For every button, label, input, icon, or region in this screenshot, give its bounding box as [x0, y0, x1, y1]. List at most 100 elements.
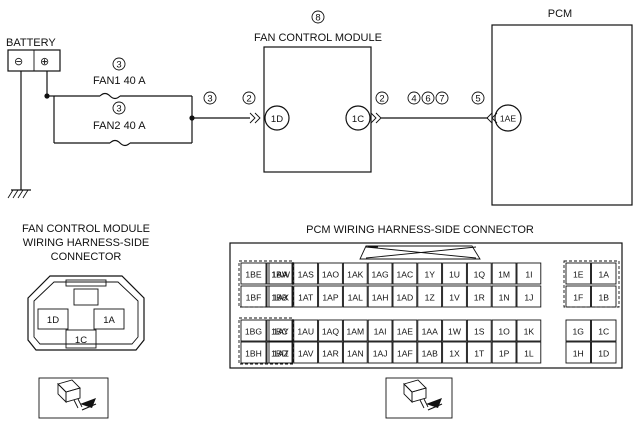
pcm-connector-pin-cell	[591, 285, 617, 308]
pcm-connector-pin-label: 1AI	[374, 327, 387, 337]
pcm-connector-title: PCM WIRING HARNESS-SIDE CONNECTOR	[306, 224, 534, 236]
pcm-connector-pin-label: 1BA	[271, 270, 288, 280]
pcm-connector-pin-label: 1BH	[245, 349, 262, 359]
pcm-connector-pin-cell	[491, 319, 517, 342]
pcm-connector-pin-cell	[268, 262, 294, 285]
pcm-connector-pin-label: 1BC	[271, 327, 288, 337]
pcm-connector-pin-label: 1BG	[245, 327, 263, 337]
fcm-connector-pin-1d-frame	[37, 308, 69, 330]
pcm-connector-pin-cell	[466, 341, 492, 364]
fcm-connector-title-line3: CONNECTOR	[51, 251, 122, 263]
pcm-connector-pin-label: 1AC	[397, 270, 414, 280]
pcm-connector-pin-label: 1AH	[372, 293, 389, 303]
pcm-connector-pin-cell	[466, 319, 492, 342]
pcm-connector-pin-cell	[293, 262, 319, 285]
fcm-pin-1c-circle	[345, 105, 371, 131]
callout-junction	[203, 91, 217, 105]
pcm-connector-pin-cell	[491, 341, 517, 364]
pcm-connector-pin-label: 1AE	[397, 327, 414, 337]
pcm-connector-pin-cell	[367, 341, 393, 364]
pcm-connector-pin-cell	[293, 285, 319, 308]
pcm-connector-pin-label: 1AO	[322, 270, 340, 280]
pcm-connector-pin-cell	[367, 319, 393, 342]
pcm-connector-pin-label: 1AD	[397, 293, 414, 303]
pcm-connector-pin-cell	[591, 262, 617, 285]
fcm-connector-title-line1: FAN CONTROL MODULE	[22, 223, 150, 235]
pcm-pin-1ae-label: 1AE	[500, 114, 517, 124]
pcm-connector-pin-label: 1J	[524, 293, 533, 303]
pcm-connector-pin-label: 1Z	[425, 293, 435, 303]
battery-minus-icon: ⊖	[14, 56, 23, 68]
fan2-fuse-label: FAN2 40 A	[93, 120, 146, 132]
pcm-connector-pin-cell	[516, 285, 542, 308]
pcm-box	[491, 24, 633, 206]
pcm-connector-pin-cell	[516, 262, 542, 285]
callout-fcm-1c	[375, 91, 389, 105]
pcm-connector-pin-label: 1AM	[346, 327, 364, 337]
pcm-connector-pin-label: 1AS	[298, 270, 315, 280]
callout-wire-6	[421, 91, 435, 105]
svg-text:6: 6	[425, 94, 430, 105]
pcm-connector-pin-label: 1AQ	[322, 327, 340, 337]
pcm-connector-pin-cell	[342, 285, 368, 308]
pcm-connector-pin-label: 1W	[448, 327, 462, 337]
pcm-connector-pin-cell	[417, 341, 443, 364]
pcm-connector-pin-label: 1BE	[245, 270, 262, 280]
pcm-connector-pin-cell	[268, 319, 294, 342]
pcm-connector-pin-label: 1BF	[246, 293, 262, 303]
fcm-pin-1d-circle	[264, 105, 290, 131]
pcm-connector-pin-label: 1I	[525, 270, 532, 280]
callout-fan1	[112, 57, 126, 71]
pcm-connector-pin-label: 1F	[573, 293, 583, 303]
pcm-pin-1ae-circle	[494, 104, 522, 132]
pcm-connector-pin-cell	[442, 262, 467, 285]
pcm-connector-pin-cell	[442, 285, 467, 308]
callout-wire-4	[407, 91, 421, 105]
pcm-connector-pin-label: 1AW	[272, 270, 291, 280]
fcm-connector-blank	[73, 288, 99, 306]
fan2-fuse-icon	[109, 139, 131, 147]
pcm-connector-pin-cell	[516, 319, 542, 342]
callout-fan2	[112, 101, 126, 115]
pcm-connector-pin-label: 1L	[524, 349, 534, 359]
pcm-connector-pin-cell	[318, 319, 343, 342]
fcm-pin-1c-label: 1C	[352, 114, 364, 125]
pcm-connector-pin-label: 1M	[498, 270, 510, 280]
pcm-connector-pin-cell	[565, 319, 591, 342]
pcm-connector-pin-cell	[318, 262, 343, 285]
connector-arrow-icon	[370, 112, 382, 124]
svg-text:3: 3	[116, 104, 121, 115]
pcm-title: PCM	[548, 8, 572, 20]
fcm-connector-pin-1a-frame	[93, 308, 125, 330]
pcm-connector-pin-cell	[293, 341, 319, 364]
pcm-connector-pin-label: 1AR	[322, 349, 339, 359]
pcm-connector-pin-cell	[342, 341, 368, 364]
pcm-connector-pin-label: 1AG	[371, 270, 389, 280]
pcm-connector-pin-label: 1AP	[322, 293, 339, 303]
pcm-connector-pin-label: 1BD	[271, 349, 288, 359]
svg-text:3: 3	[207, 94, 212, 105]
pcm-connector-pin-label: 1P	[499, 349, 510, 359]
pcm-connector-pin-cell	[240, 262, 267, 285]
fcm-connector-pin-1c-frame	[65, 329, 97, 349]
pcm-connector-pin-cell	[240, 319, 267, 342]
fcm-connector-pin-1a: 1A	[103, 315, 115, 326]
fcm-connector-pin-1d: 1D	[47, 315, 59, 326]
pcm-connector-pin-label: 1A	[598, 270, 609, 280]
probe-connector-icon	[385, 377, 453, 419]
pcm-connector-pin-cell	[417, 262, 443, 285]
pcm-connector-pin-label: 1V	[449, 293, 460, 303]
pcm-connector-pin-cell	[417, 319, 443, 342]
pcm-connector-pin-label: 1S	[474, 327, 485, 337]
svg-text:3: 3	[116, 60, 121, 71]
pcm-connector-pin-label: 1AY	[273, 327, 289, 337]
pcm-connector-pin-label: 1AU	[297, 327, 314, 337]
pcm-connector-pin-cell	[591, 341, 617, 364]
callout-pcm-1ae	[471, 91, 485, 105]
fcm-title: FAN CONTROL MODULE	[254, 32, 382, 44]
pcm-connector-pin-label: 1AA	[422, 327, 439, 337]
fan1-fuse-icon	[99, 92, 121, 100]
connector-arrow-icon	[249, 112, 261, 124]
